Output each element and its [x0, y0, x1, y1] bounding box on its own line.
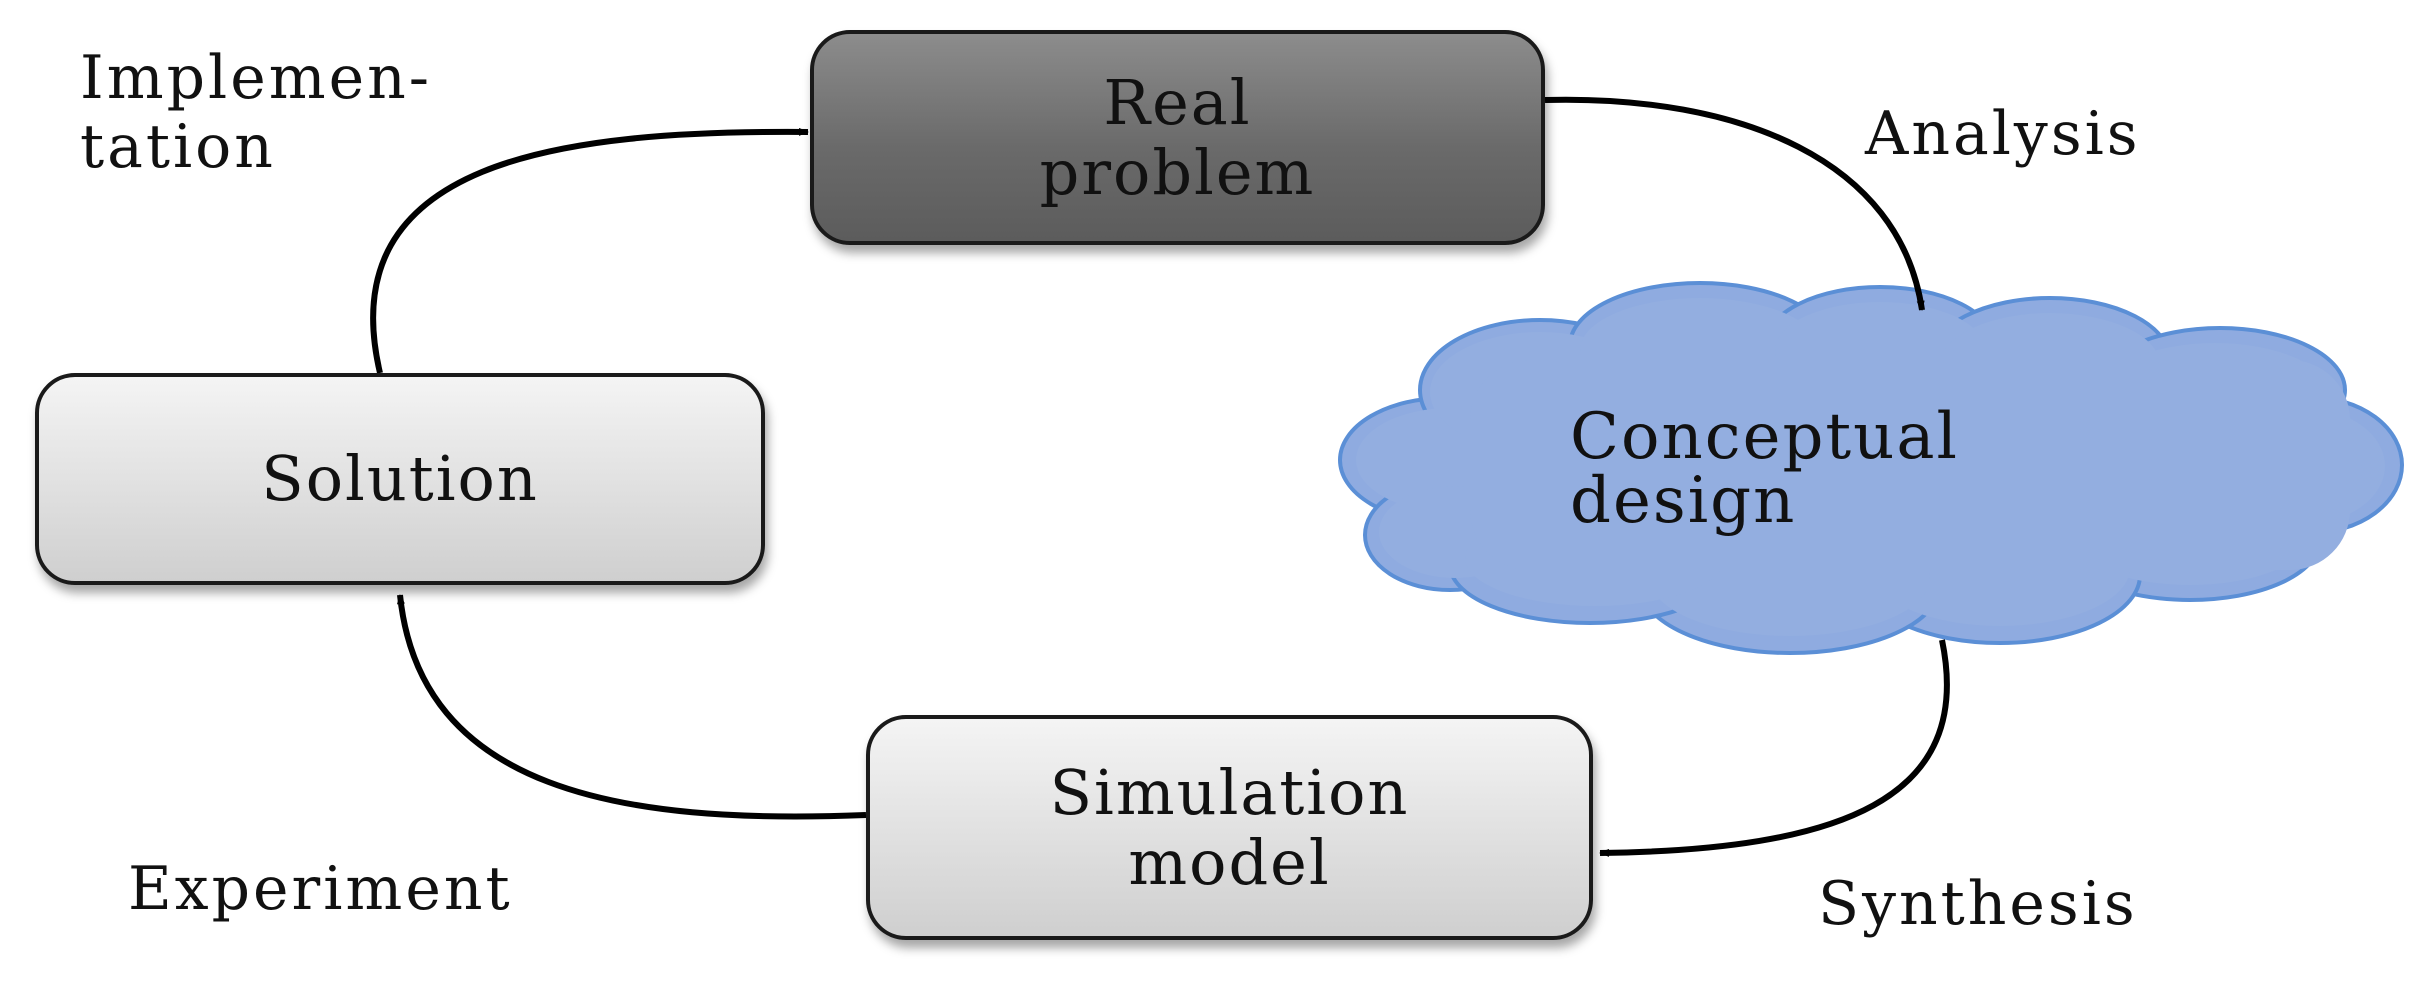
- real-problem-node: Real problem: [810, 30, 1545, 245]
- synthesis-label: Synthesis: [1818, 869, 2138, 939]
- analysis-label: Analysis: [1865, 99, 2141, 169]
- simulation-model-label-line2: model: [1128, 825, 1331, 899]
- conceptual-design-label-line2: design: [1570, 464, 1797, 538]
- conceptual-design-label-line1: Conceptual: [1570, 400, 1959, 474]
- synthesis-arrow: [1599, 639, 1950, 857]
- implementation-label-line2: tation: [80, 112, 276, 182]
- conceptual-design-cloud: [1338, 281, 2404, 655]
- implementation-label: Implemen- tation: [80, 44, 432, 182]
- analysis-arrow: [1544, 96, 1925, 311]
- simulation-model-label-line1: Simulation: [1049, 756, 1410, 830]
- solution-label: Solution: [261, 442, 539, 516]
- experiment-arrow: [396, 594, 867, 820]
- solution-node: Solution: [35, 373, 765, 585]
- real-problem-label-line2: problem: [1039, 135, 1316, 209]
- implementation-label-line1: Implemen-: [80, 43, 433, 113]
- simulation-model-node: Simulation model: [866, 715, 1593, 940]
- experiment-label: Experiment: [128, 854, 513, 924]
- implementation-arrow: [370, 127, 809, 374]
- conceptual-design-label: Conceptual design: [1570, 405, 1959, 533]
- real-problem-label-line1: Real: [1103, 66, 1252, 140]
